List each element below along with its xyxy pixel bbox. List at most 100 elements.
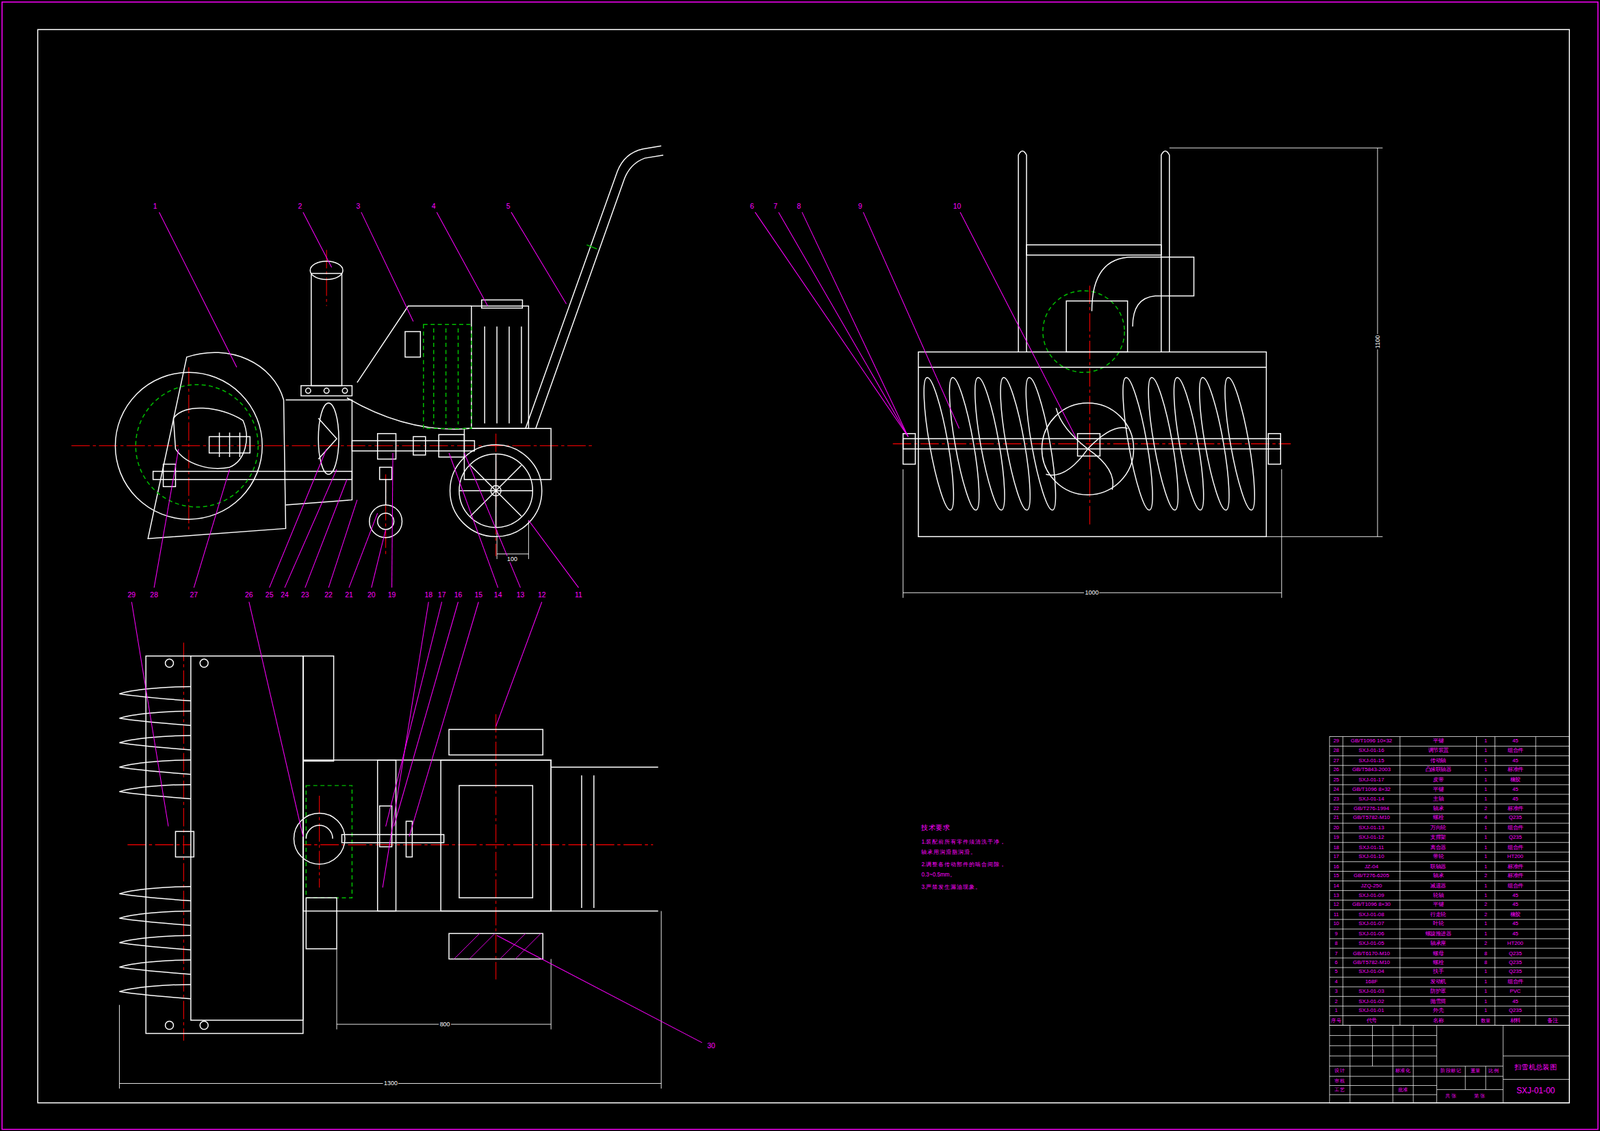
table-cell: 13 [1329, 891, 1343, 901]
table-cell: 螺旋推进器 [1400, 929, 1477, 939]
dimension-lines [119, 147, 1383, 1089]
table-cell: 平键 [1400, 900, 1477, 911]
top-view [119, 656, 658, 1035]
table-cell: 1 [1476, 891, 1496, 901]
center-lines [71, 249, 1291, 1041]
table-cell: 平键 [1400, 737, 1477, 747]
table-cell: 1 [1476, 737, 1496, 747]
table-row-line [1329, 745, 1570, 747]
table-cell: 20 [1329, 823, 1343, 833]
table-cell: 16 [1329, 861, 1343, 872]
table-cell: 2 [1476, 910, 1496, 920]
table-row-line [1329, 793, 1570, 795]
table-cell: 橡胶 [1494, 910, 1536, 920]
table-cell: 45 [1494, 756, 1536, 766]
callout-number: 18 [424, 591, 433, 599]
table-cell: 标准件 [1494, 871, 1536, 881]
table-row-line [1329, 986, 1570, 988]
table-cell: 14 [1329, 881, 1343, 892]
table-row-line [1329, 804, 1570, 805]
table-cell: 组合件 [1494, 881, 1536, 892]
callout-number: 5 [506, 202, 511, 210]
table-row-line [1329, 823, 1570, 824]
table-cell: SXJ-01-16 [1342, 746, 1400, 757]
table-cell: 防护罩 [1400, 986, 1477, 997]
table-cell: 6 [1329, 958, 1343, 968]
table-cell: 平键 [1400, 784, 1477, 795]
table-cell: 45 [1494, 996, 1536, 1006]
callout-number: 1 [153, 202, 158, 210]
table-row-line [1329, 880, 1570, 882]
table-cell: 45 [1494, 794, 1536, 805]
table-cell: 19 [1329, 832, 1343, 843]
table-row-line [1329, 1015, 1570, 1017]
table-cell: 2 [1329, 996, 1343, 1006]
table-header: 名称 [1400, 1015, 1477, 1026]
table-cell: 标准件 [1494, 765, 1536, 776]
table-cell: 10 [1329, 919, 1343, 930]
table-cell: 螺母 [1400, 948, 1477, 959]
table-cell: 25 [1329, 775, 1343, 785]
title-block-field: 比例 [1488, 1068, 1499, 1074]
table-cell: 45 [1494, 919, 1536, 930]
table-cell: 5 [1329, 967, 1343, 978]
callout-number: 3 [355, 202, 360, 210]
table-cell: 轴承 [1400, 804, 1477, 814]
callout-number: 4 [431, 202, 436, 210]
callout-number: 24 [280, 591, 289, 599]
table-cell: SXJ-01-13 [1342, 823, 1400, 833]
table-row-line [1329, 909, 1570, 911]
table-cell: 支撑架 [1400, 832, 1477, 843]
technical-note: 1.装配前所有零件须清洗干净， [921, 840, 1006, 846]
table-cell: 螺栓 [1400, 813, 1477, 824]
table-cell: 8 [1476, 948, 1496, 959]
table-row-line [1329, 967, 1570, 969]
table-cell: 11 [1329, 910, 1343, 920]
drawing-title: 扫雪机总装图 [1514, 1063, 1558, 1071]
table-cell: SXJ-01-07 [1342, 919, 1400, 930]
table-cell: 1 [1329, 1005, 1343, 1016]
table-cell: Q235 [1494, 832, 1536, 843]
table-cell: 万向轮 [1400, 823, 1477, 833]
table-header: 材料 [1494, 1015, 1536, 1026]
callout-number: 23 [301, 591, 310, 599]
table-cell: 组合件 [1494, 842, 1536, 853]
table-cell: 9 [1329, 929, 1343, 939]
drawing-number: SXJ-01-00 [1516, 1087, 1555, 1096]
table-cell: HT200 [1494, 852, 1536, 862]
table-cell: SXJ-01-10 [1342, 852, 1400, 862]
table-cell: 1 [1476, 784, 1496, 795]
table-row-line [1329, 813, 1570, 815]
table-row-line [1329, 977, 1570, 978]
table-cell: 1 [1476, 996, 1496, 1006]
table-row-line [1329, 861, 1570, 863]
table-cell: 1 [1476, 861, 1496, 872]
table-cell: JZ-04 [1342, 861, 1400, 872]
table-cell: GB/T1096 8×30 [1342, 900, 1400, 911]
title-block-field: 共 张 [1445, 1094, 1457, 1100]
table-row-line [1329, 996, 1570, 998]
title-block-field: 设计 [1334, 1068, 1345, 1074]
title-block [1329, 1025, 1570, 1104]
title-block-field: 阶段标记 [1440, 1068, 1462, 1074]
table-cell: 组合件 [1494, 977, 1536, 987]
table-cell: 17 [1329, 852, 1343, 862]
table-cell: 皮带 [1400, 775, 1477, 785]
table-cell: SXJ-01-05 [1342, 938, 1400, 949]
table-cell: 1 [1476, 881, 1496, 892]
table-cell: 1 [1476, 842, 1496, 853]
table-cell: 1 [1476, 977, 1496, 987]
table-cell: 12 [1329, 900, 1343, 911]
technical-note: 技术要求 [921, 825, 950, 833]
dimension-value: 1000 [1084, 589, 1100, 597]
technical-note: 2.调整各传动部件的啮合间隙， [921, 862, 1006, 868]
table-cell: GB/T1096 10×32 [1342, 737, 1400, 747]
table-cell: 2 [1476, 804, 1496, 814]
table-row-line [1329, 919, 1570, 920]
technical-note: 轴承用润滑脂润滑。 [921, 849, 977, 856]
table-row-line [1329, 871, 1570, 872]
table-row-line [1329, 938, 1570, 939]
table-cell: PVC [1494, 986, 1536, 997]
table-cell: 调节装置 [1400, 746, 1477, 757]
